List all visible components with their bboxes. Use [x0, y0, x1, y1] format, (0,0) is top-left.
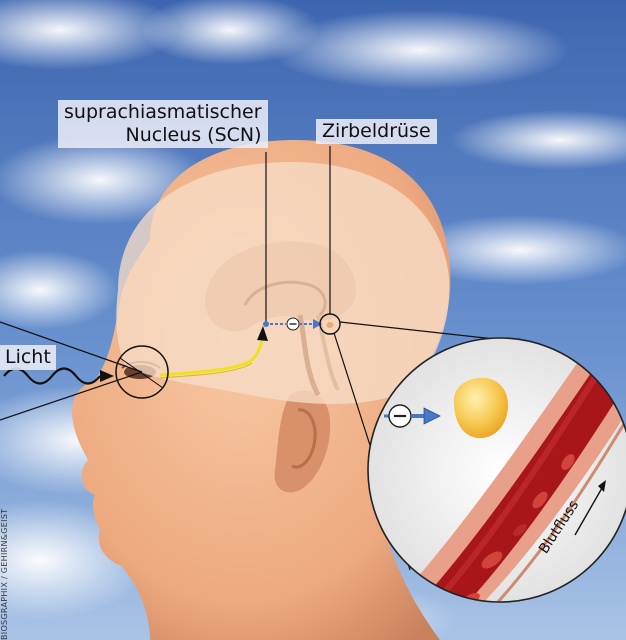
image-credit: BIOSGRAPHIX / GEHIRN&GEIST [0, 509, 9, 640]
pineal-label: Zirbeldrüse [316, 119, 437, 144]
scn-label-line2: Nucleus (SCN) [64, 124, 262, 147]
brain-overlay [116, 162, 449, 404]
light-label: Licht [0, 345, 56, 370]
scn-dot [263, 321, 269, 327]
scn-label: suprachiasmatischer Nucleus (SCN) [58, 100, 268, 148]
scn-label-line1: suprachiasmatischer [64, 101, 262, 124]
